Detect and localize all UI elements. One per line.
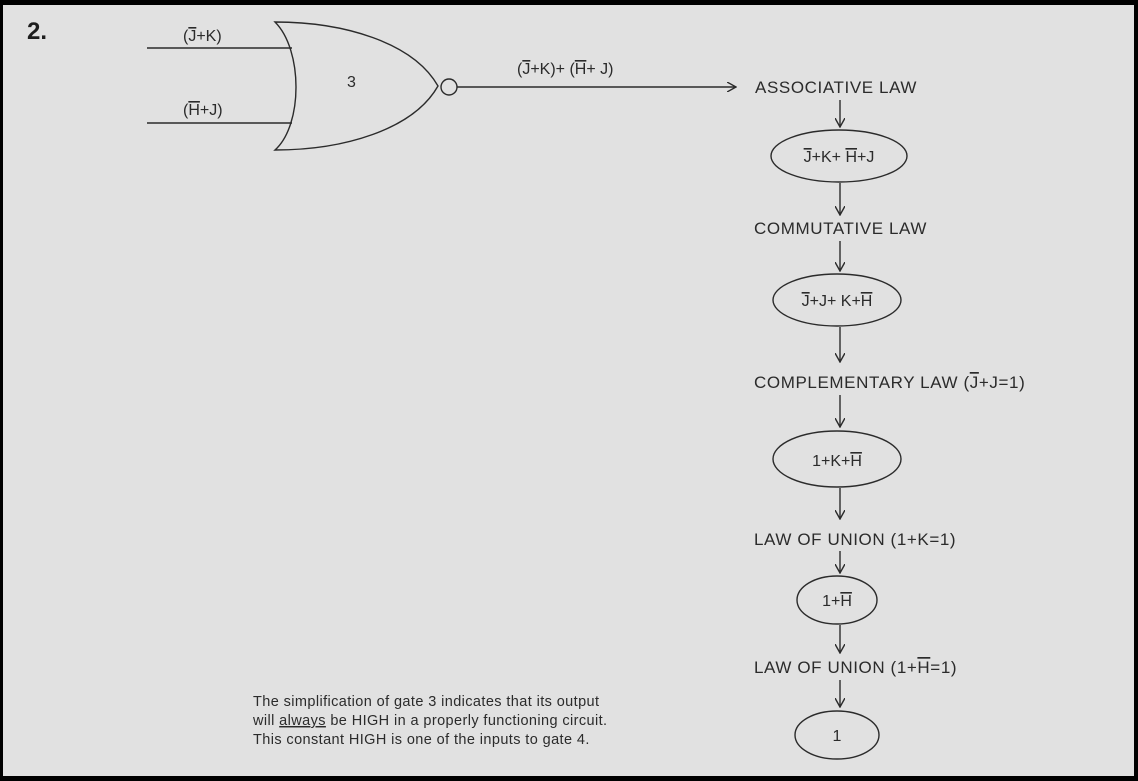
result-ellipse-complementary <box>772 430 902 488</box>
result-ellipse-associative <box>770 129 908 183</box>
law-of-union-k: LAW OF UNION (1+K=1) <box>754 530 956 549</box>
law-of-union-h: LAW OF UNION (1+H=1) <box>754 658 957 677</box>
note-emphasis-always: always <box>279 713 326 729</box>
law-commutative: COMMUTATIVE LAW <box>754 219 927 238</box>
result-final: 1 <box>833 728 842 745</box>
result-commutative: J+J+ K+H <box>802 293 873 310</box>
gate-output-expression: (J+K)+ (H+ J) <box>517 61 613 78</box>
result-complementary: 1+K+H <box>812 453 862 470</box>
nor-gate-simplification-diagram: 2. (J+K) (H+J) 3 (J+K)+ (H+ J) ASSOCIATI… <box>27 18 1025 760</box>
law-associative: ASSOCIATIVE LAW <box>755 78 917 97</box>
result-associative: J+K+ H+J <box>804 149 875 166</box>
result-ellipse-union-k <box>796 575 878 625</box>
nor-gate-inversion-bubble <box>440 78 458 96</box>
problem-number: 2. <box>27 18 47 45</box>
note-line-2: will always be HIGH in a properly functi… <box>252 713 607 729</box>
note-line-1: The simplification of gate 3 indicates t… <box>253 694 599 710</box>
result-ellipse-final <box>794 710 880 760</box>
note-line-3: This constant HIGH is one of the inputs … <box>253 732 590 748</box>
gate-input-bottom-label: (H+J) <box>183 102 223 119</box>
law-complementary: COMPLEMENTARY LAW (J+J=1) <box>754 373 1025 392</box>
result-union-k: 1+H <box>822 593 852 610</box>
result-ellipse-commutative <box>772 273 902 327</box>
gate-input-top-label: (J+K) <box>183 28 222 45</box>
gate-number-label: 3 <box>347 74 356 91</box>
nor-gate-3 <box>273 21 439 151</box>
